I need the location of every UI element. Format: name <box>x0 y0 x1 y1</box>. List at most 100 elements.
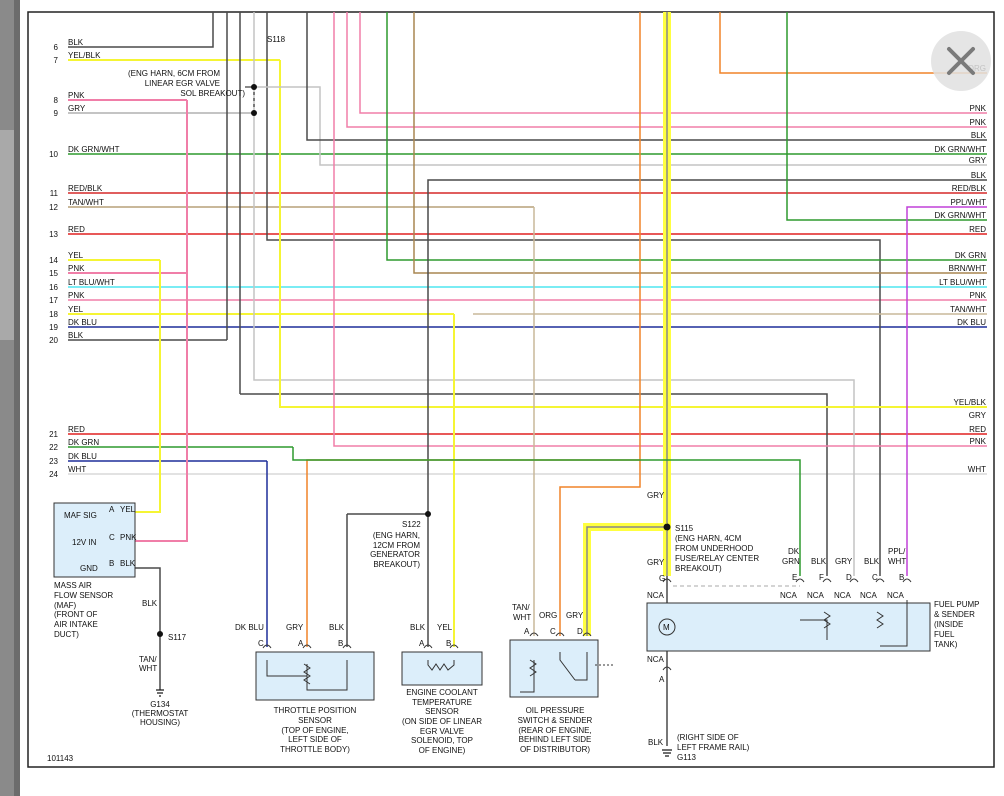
splice-s115-note-2: FROM UNDERHOOD <box>675 544 753 553</box>
right-wire-labels: ORGPNKPNKBLKDK GRN/WHTGRYBLKRED/BLKPPL/W… <box>934 64 986 474</box>
fuel-wire-b-2: WHT <box>888 557 906 566</box>
close-icon <box>947 47 975 75</box>
ect-name-5: EGR VALVE <box>420 727 464 736</box>
right-wire-label: RED <box>969 425 986 434</box>
maf-name-3: (MAF) <box>54 601 77 610</box>
right-wire-label: DK GRN/WHT <box>934 145 986 154</box>
fuel-pin-d: D <box>846 573 852 582</box>
ect-name-7: OF ENGINE) <box>419 746 466 755</box>
splice-s118-note-2: LINEAR EGR VALVE <box>145 79 220 88</box>
wire-color-label-22: DK GRN <box>68 438 99 447</box>
splice-s115-dot <box>663 523 671 531</box>
wire-number-19: 19 <box>49 323 58 332</box>
wire-color-label-16: LT BLU/WHT <box>68 278 115 287</box>
ect-pin-1: A <box>419 639 425 648</box>
wire-color-label-6: BLK <box>68 38 84 47</box>
oil-wire-1b: WHT <box>513 613 531 622</box>
tps-pin-1: C <box>258 639 264 648</box>
wire-color-label-19: DK BLU <box>68 318 97 327</box>
splice-s122-label: S122 <box>402 520 421 529</box>
ect-name-1: ENGINE COOLANT <box>406 688 478 697</box>
wire-color-label-10: DK GRN/WHT <box>68 145 120 154</box>
oil-wire-1a: TAN/ <box>512 603 530 612</box>
oil-wire-3: GRY <box>566 611 584 620</box>
splice-s115-note-4: BREAKOUT) <box>675 564 722 573</box>
tps-name-4: LEFT SIDE OF <box>288 735 342 744</box>
wire-color-label-21: RED <box>68 425 85 434</box>
oil-wire-2: ORG <box>539 611 557 620</box>
wire-number-9: 9 <box>54 109 59 118</box>
wire-number-22: 22 <box>49 443 58 452</box>
right-wire-label: PNK <box>970 291 987 300</box>
right-wire-label: BLK <box>971 171 987 180</box>
fuel-wire-f: BLK <box>811 557 827 566</box>
fuel-motor-label: M <box>663 623 670 632</box>
wire-color-label-9: GRY <box>68 104 86 113</box>
wire-color-label-17: PNK <box>68 291 85 300</box>
g134-location-1: (THERMOSTAT <box>132 709 189 718</box>
oil-pin-3: D <box>577 627 583 636</box>
ect-sensor-box <box>401 651 483 686</box>
maf-name-5: AIR INTAKE <box>54 620 98 629</box>
g113-pin: A <box>659 675 665 684</box>
right-wire-label: PNK <box>970 104 987 113</box>
ect-name-2: TEMPERATURE <box>412 698 472 707</box>
fuel-nca-f: NCA <box>807 591 825 600</box>
wire-number-18: 18 <box>49 310 58 319</box>
g113-label: G113 <box>677 753 697 762</box>
ect-name-4: (ON SIDE OF LINEAR <box>402 717 482 726</box>
maf-sensor-box <box>53 502 136 578</box>
tps-wire-3: BLK <box>329 623 345 632</box>
splice-s117-dot <box>157 631 163 637</box>
window-edge-strip <box>0 0 14 796</box>
ect-name-3: SENSOR <box>425 707 459 716</box>
right-wire-label: RED <box>969 225 986 234</box>
right-wire-label: DK BLU <box>957 318 986 327</box>
wire-color-label-23: DK BLU <box>68 452 97 461</box>
right-wire-label: BLK <box>971 131 987 140</box>
fuel-pin-c: C <box>872 573 878 582</box>
maf-wire-a: YEL <box>120 505 136 514</box>
splice-s118-note-3: SOL BREAKOUT) <box>180 89 245 98</box>
splice-s117-label: S117 <box>168 633 187 642</box>
fuel-pin-b: B <box>899 573 904 582</box>
fuel-nca-c: NCA <box>860 591 878 600</box>
tps-wire-1: DK BLU <box>235 623 264 632</box>
tps-name-2: SENSOR <box>298 716 332 725</box>
wire-number-6: 6 <box>54 43 59 52</box>
splice-s115-label: S115 <box>675 524 694 533</box>
wire-color-label-20: BLK <box>68 331 84 340</box>
maf-wire-tan-2: WHT <box>139 664 157 673</box>
diagram-id: 101143 <box>47 754 74 763</box>
splice-s122-note-4: BREAKOUT) <box>373 560 420 569</box>
oil-pin-2: C <box>550 627 556 636</box>
wire-color-label-15: PNK <box>68 264 85 273</box>
close-button[interactable] <box>931 31 991 91</box>
fuel-wire-d: GRY <box>835 557 853 566</box>
wire-color-label-14: YEL <box>68 251 84 260</box>
maf-pin-a-label: MAF SIG <box>64 511 97 520</box>
right-wire-label: GRY <box>969 411 987 420</box>
right-wire-label: DK GRN <box>955 251 986 260</box>
fuel-nca-b: NCA <box>887 591 905 600</box>
ect-pin-2: B <box>446 639 451 648</box>
fuel-wire-e-2: GRN <box>782 557 800 566</box>
wire-number-13: 13 <box>49 230 58 239</box>
wire-number-17: 17 <box>49 296 58 305</box>
tps-name-5: THROTTLE BODY) <box>280 745 350 754</box>
maf-name-2: FLOW SENSOR <box>54 591 113 600</box>
scroll-thumb[interactable] <box>0 130 14 340</box>
wire-number-15: 15 <box>49 269 58 278</box>
wire-number-10: 10 <box>49 150 58 159</box>
right-wire-label: GRY <box>969 156 987 165</box>
wire-color-label-11: RED/BLK <box>68 184 103 193</box>
wire-color-label-18: YEL <box>68 305 84 314</box>
oil-name-1: OIL PRESSURE <box>526 706 585 715</box>
fuel-nca-g: NCA <box>647 591 665 600</box>
maf-pin-c-label: 12V IN <box>72 538 97 547</box>
splice-s122-dot <box>425 511 431 517</box>
right-wire-label: YEL/BLK <box>954 398 987 407</box>
maf-name-6: DUCT) <box>54 630 79 639</box>
